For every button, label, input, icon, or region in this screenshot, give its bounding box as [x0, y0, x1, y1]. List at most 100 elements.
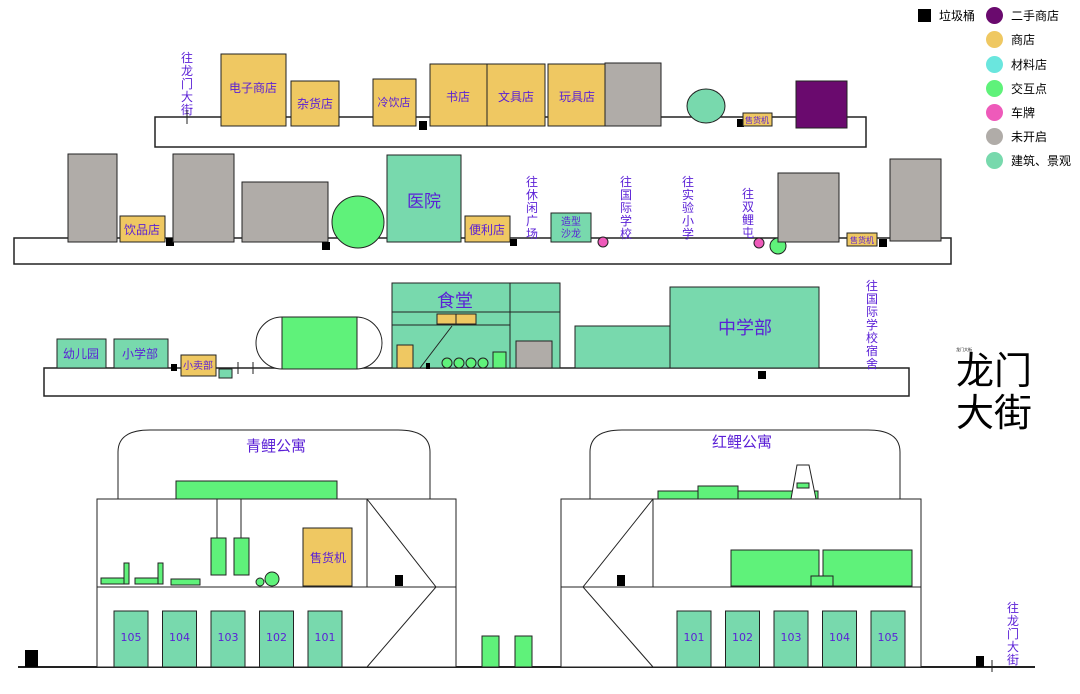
trash-bin[interactable] — [166, 238, 174, 246]
trash-bin[interactable] — [976, 656, 984, 667]
trash-bin[interactable] — [426, 363, 430, 369]
legend-closed-label: 未开启 — [1011, 129, 1048, 144]
toy-shop-label: 玩具店 — [559, 90, 595, 104]
interaction-point[interactable] — [477, 357, 489, 369]
kindergarten[interactable] — [56, 338, 107, 369]
trash-bin[interactable] — [737, 119, 744, 127]
interaction-point[interactable] — [255, 577, 265, 587]
legend-plate-label: 车牌 — [1011, 105, 1036, 120]
legend-trash: 垃圾桶 — [918, 4, 975, 26]
hongli-room-104[interactable] — [822, 610, 857, 668]
drinks-shop[interactable] — [372, 78, 417, 127]
interaction-point[interactable] — [810, 575, 834, 587]
styling-salon[interactable] — [550, 212, 592, 243]
vending-machine[interactable] — [742, 112, 773, 127]
primary-school[interactable] — [113, 338, 169, 369]
interaction-point[interactable] — [796, 482, 810, 489]
to-shuangli-label[interactable]: 往双鲤屯 — [742, 186, 754, 240]
hongli-room-103[interactable] — [773, 610, 809, 668]
legend-building-label: 建筑、景观 — [1011, 153, 1072, 168]
trash-bin[interactable] — [171, 364, 177, 371]
to-intl-school-label[interactable]: 往国际学校 — [620, 174, 632, 241]
hongli-roof — [589, 429, 901, 499]
grocery-shop[interactable] — [290, 80, 340, 127]
interaction-point[interactable] — [514, 635, 533, 668]
license-plate[interactable] — [597, 236, 609, 248]
interaction-point[interactable] — [453, 357, 465, 369]
qingli-vending-label: 售货机 — [310, 550, 346, 565]
hospital[interactable] — [386, 154, 462, 243]
trash-bin[interactable] — [322, 242, 330, 250]
interaction-point[interactable] — [822, 549, 913, 587]
license-plate[interactable] — [753, 237, 765, 249]
hongli-room-101[interactable] — [676, 610, 712, 668]
interaction-point[interactable] — [210, 537, 227, 576]
hongli-room-label: 104 — [829, 631, 850, 644]
landscape-fountain[interactable] — [331, 195, 385, 249]
interaction-point[interactable] — [441, 357, 453, 369]
qingli-room-102[interactable] — [259, 610, 294, 668]
vending-machine[interactable] — [846, 232, 878, 247]
district-title-2: 大街 — [956, 391, 1032, 435]
interaction-point[interactable] — [730, 549, 820, 587]
secondhand-shop[interactable] — [795, 80, 848, 129]
trash-bin[interactable] — [879, 239, 887, 247]
closed-building — [172, 153, 235, 243]
convenience-store[interactable] — [464, 215, 511, 243]
hongli-room-label: 102 — [732, 631, 753, 644]
stationery-shop[interactable] — [486, 63, 546, 127]
row1-to-longmen-label[interactable]: 往龙门大街 — [181, 50, 193, 117]
interaction-point[interactable] — [157, 562, 164, 585]
trash-bin[interactable] — [419, 121, 427, 130]
bottom-to-longmen-label[interactable]: 往龙门大街 — [1007, 600, 1019, 667]
district-tiny-label: 龙门大街 — [956, 346, 972, 352]
interaction-point-icon — [986, 79, 1003, 97]
to-dorm-label[interactable]: 往国际学校宿舍 — [866, 278, 878, 371]
interaction-point[interactable] — [233, 537, 250, 576]
interaction-point[interactable] — [492, 351, 507, 369]
vending-machine-label: 售货机 — [850, 235, 874, 245]
electronics-shop[interactable] — [220, 53, 287, 127]
closed-building — [777, 172, 840, 243]
legend: 垃圾桶 二手商店 商店 材料店 交互点 车牌 未开启 建筑、景观 — [912, 4, 1080, 176]
trash-bin[interactable] — [395, 575, 403, 586]
interaction-point[interactable] — [465, 357, 477, 369]
to-exp-primary-label[interactable]: 往实验小学 — [682, 174, 694, 241]
interaction-point[interactable] — [170, 578, 201, 586]
qingli-room-104[interactable] — [162, 610, 197, 668]
trash-bin[interactable] — [25, 650, 38, 667]
book-shop[interactable] — [429, 63, 488, 127]
row3-street: 幼儿园 小学部 小卖部 食堂 中学部 往国际学校宿舍 — [43, 278, 910, 397]
qingli-rooftop-interaction[interactable] — [175, 480, 338, 500]
hongli-room-label: 101 — [684, 631, 705, 644]
legend-secondhand: 二手商店 — [986, 4, 1059, 26]
interaction-point[interactable] — [264, 571, 280, 587]
secondhand-shop-icon — [986, 6, 1003, 24]
hongli-rooftop-interaction[interactable] — [697, 485, 739, 500]
grocery-shop-label: 杂货店 — [297, 96, 333, 111]
hongli-room-105[interactable] — [870, 610, 906, 668]
to-plaza-label[interactable]: 往休闲广场 — [526, 174, 538, 241]
qingli-room-103[interactable] — [210, 610, 246, 668]
interaction-point[interactable] — [123, 562, 130, 585]
shop-icon — [986, 30, 1003, 48]
interaction-point[interactable] — [481, 635, 500, 668]
trash-bin[interactable] — [758, 371, 766, 379]
snack-shop[interactable] — [180, 354, 217, 377]
qingli-room-101[interactable] — [307, 610, 343, 668]
qingli-room-105[interactable] — [113, 610, 149, 668]
swing-icon[interactable] — [790, 464, 817, 500]
drinks-shop-label: 冷饮店 — [378, 95, 411, 109]
interaction-point[interactable] — [396, 344, 414, 369]
interaction-point[interactable] — [218, 368, 233, 379]
qingli-vending-machine[interactable] — [302, 527, 353, 587]
trash-bin[interactable] — [617, 575, 625, 586]
closed-building — [889, 158, 942, 242]
qingli-room-label: 101 — [315, 631, 336, 644]
hongli-room-102[interactable] — [725, 610, 760, 668]
trash-bin[interactable] — [510, 239, 517, 246]
drinks-shop-2[interactable] — [119, 215, 166, 243]
